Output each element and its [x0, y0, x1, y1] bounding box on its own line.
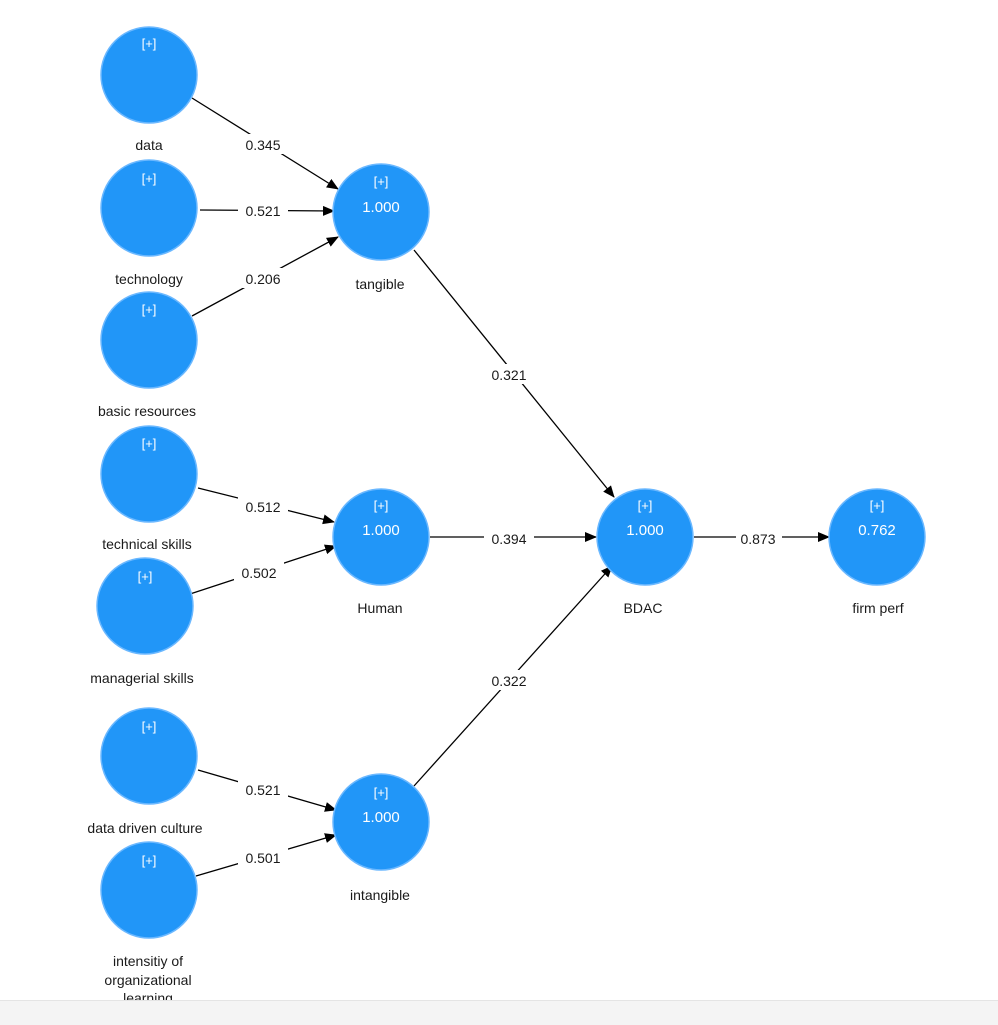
edge-managerial-skills-human[interactable]: 0.502: [189, 544, 337, 595]
expand-toggle[interactable]: [+]: [374, 785, 389, 800]
path-coefficient-label: 0.521: [245, 203, 280, 219]
node-tangible[interactable]: [+] 1.000 tangible: [332, 163, 430, 292]
edge-bdac-firm-perf[interactable]: 0.873: [694, 528, 830, 548]
node-label: technical skills: [102, 536, 191, 552]
node-label-line-1: intensitiy of: [113, 953, 183, 969]
edge-technology-tangible[interactable]: 0.521: [199, 200, 335, 220]
node-intensity-of-organizational-learning[interactable]: [+] intensitiy of organizational learnin…: [100, 841, 198, 1000]
path-coefficient-label: 0.345: [245, 137, 280, 153]
node-value: 1.000: [626, 522, 664, 539]
node-firm-perf[interactable]: [+] 0.762 firm perf: [828, 488, 926, 616]
path-coefficient-label: 0.521: [245, 782, 280, 798]
expand-toggle[interactable]: [+]: [142, 302, 157, 317]
expand-toggle[interactable]: [+]: [142, 36, 157, 51]
edge-human-bdac[interactable]: 0.394: [430, 528, 597, 548]
node-human[interactable]: [+] 1.000 Human: [332, 488, 430, 616]
expand-toggle[interactable]: [+]: [138, 569, 153, 584]
node-value: 1.000: [362, 522, 400, 539]
expand-toggle[interactable]: [+]: [142, 719, 157, 734]
node-bdac[interactable]: [+] 1.000 BDAC: [596, 488, 694, 616]
edge-technical-skills-human[interactable]: 0.512: [197, 487, 335, 525]
node-intangible[interactable]: [+] 1.000 intangible: [332, 773, 430, 903]
path-coefficient-label: 0.502: [241, 565, 276, 581]
path-coefficient-label: 0.321: [491, 367, 526, 383]
node-label: technology: [115, 271, 183, 287]
edge-data-driven-culture-intangible[interactable]: 0.521: [197, 769, 337, 812]
node-label: intangible: [350, 887, 410, 903]
expand-toggle[interactable]: [+]: [870, 498, 885, 513]
node-label: firm perf: [852, 600, 903, 616]
path-model-diagram: 0.345 0.521 0.206 0.512 0.502 0.521 0.50…: [87, 26, 926, 1000]
path-coefficient-label: 0.512: [245, 499, 280, 515]
expand-toggle[interactable]: [+]: [374, 498, 389, 513]
window-bottom-bar: [0, 1000, 998, 1025]
node-label: managerial skills: [90, 670, 193, 686]
node-technical-skills[interactable]: [+] technical skills: [100, 425, 198, 552]
expand-toggle[interactable]: [+]: [374, 174, 389, 189]
expand-toggle[interactable]: [+]: [142, 853, 157, 868]
edge-tangible-bdac[interactable]: 0.321: [413, 249, 615, 498]
node-value: 1.000: [362, 199, 400, 216]
path-coefficient-label: 0.322: [491, 673, 526, 689]
node-managerial-skills[interactable]: [+] managerial skills: [90, 557, 194, 686]
node-label-line-2: organizational: [104, 972, 191, 988]
path-coefficient-label: 0.501: [245, 850, 280, 866]
edge-basic-resources-tangible[interactable]: 0.206: [191, 236, 339, 317]
node-label: data driven culture: [87, 820, 202, 836]
node-technology[interactable]: [+] technology: [100, 159, 198, 287]
node-label: tangible: [355, 276, 404, 292]
path-coefficient-label: 0.206: [245, 271, 280, 287]
node-label: basic resources: [98, 403, 196, 419]
node-label: data: [135, 137, 162, 153]
expand-toggle[interactable]: [+]: [638, 498, 653, 513]
expand-toggle[interactable]: [+]: [142, 436, 157, 451]
node-basic-resources[interactable]: [+] basic resources: [98, 291, 198, 419]
node-value: 0.762: [858, 522, 896, 539]
edge-intensity-intangible[interactable]: 0.501: [195, 833, 337, 877]
node-label: Human: [357, 600, 402, 616]
node-label-line-3: learning: [123, 990, 173, 1000]
node-data[interactable]: [+] data: [100, 26, 198, 153]
path-coefficient-label: 0.394: [491, 531, 526, 547]
path-coefficient-label: 0.873: [740, 531, 775, 547]
node-label: BDAC: [624, 600, 663, 616]
node-data-driven-culture[interactable]: [+] data driven culture: [87, 707, 203, 836]
expand-toggle[interactable]: [+]: [142, 171, 157, 186]
edge-data-tangible[interactable]: 0.345: [191, 97, 339, 190]
node-value: 1.000: [362, 809, 400, 826]
edge-intangible-bdac[interactable]: 0.322: [413, 565, 613, 787]
